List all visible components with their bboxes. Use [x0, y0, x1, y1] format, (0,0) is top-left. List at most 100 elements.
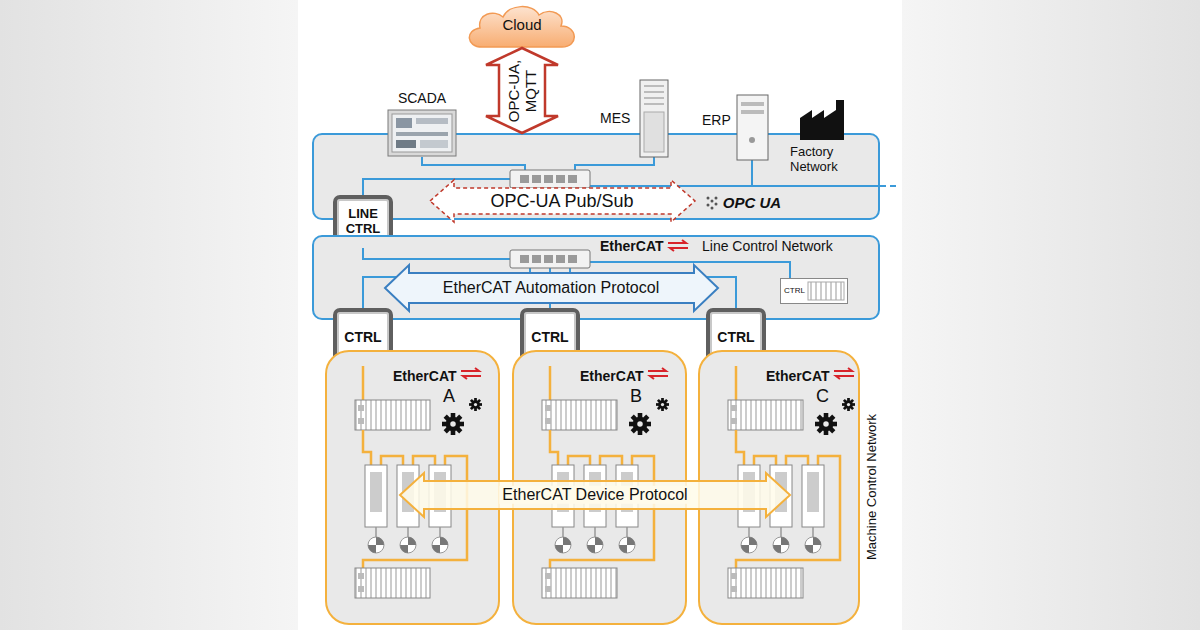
motor — [805, 537, 821, 553]
io-port — [545, 405, 551, 411]
pc-button — [749, 137, 755, 143]
protocol-label: EtherCAT Device Protocol — [499, 486, 690, 504]
node-label: CTRL — [339, 329, 387, 345]
scada-widget — [396, 132, 448, 136]
switch-port — [520, 175, 529, 183]
node-label: Factory Network — [790, 145, 876, 175]
automation-protocol-arrow — [385, 265, 718, 311]
node-heading: C — [816, 386, 829, 407]
logo-dot — [707, 197, 710, 200]
switch-port — [520, 255, 529, 263]
servo-drive — [770, 465, 792, 527]
motor-cable — [439, 527, 441, 537]
ethercat-wire — [754, 456, 776, 465]
node-label: CTRL — [712, 329, 760, 345]
connectors — [486, 48, 558, 133]
motor-cable — [626, 527, 628, 537]
machine-hardware-group — [542, 366, 669, 598]
edge-label: OPC-UA, MQTT — [506, 56, 539, 126]
io-device: CTRL — [780, 278, 848, 304]
node-label: Cloud — [468, 16, 576, 33]
switch — [510, 250, 590, 268]
motor-cable — [562, 527, 564, 537]
motor-cable — [375, 527, 377, 537]
motor — [368, 537, 384, 553]
io-module — [355, 400, 430, 430]
switch-body — [510, 170, 590, 188]
gear-icon — [656, 398, 669, 411]
gear-icon — [469, 398, 482, 411]
io-module — [542, 400, 617, 430]
line-wires — [363, 248, 790, 308]
motor-cable — [594, 527, 596, 537]
opc-ua-logo-mark — [707, 197, 718, 210]
line-control-band: EtherCATLine Control NetworkCTRL — [312, 235, 880, 320]
node-label: CTRL — [784, 286, 805, 295]
node-label: SCADA — [385, 90, 459, 106]
motor — [400, 537, 416, 553]
node-heading: B — [630, 386, 642, 407]
ethercat-wire — [549, 366, 552, 400]
erp-pc-icon — [737, 95, 768, 160]
node-label: EtherCAT — [580, 368, 644, 384]
ethercat-wire — [381, 456, 403, 465]
motor-mark — [619, 537, 635, 553]
io-port — [731, 573, 737, 579]
ethercat-logo-arrows — [461, 368, 481, 379]
switch — [510, 170, 590, 188]
node-label: MES — [600, 110, 630, 126]
factory-backbone-dashed — [880, 185, 899, 187]
pubsub-arrow — [430, 180, 695, 222]
servo-drive-face — [807, 472, 819, 512]
pc-case — [737, 95, 768, 160]
motor — [432, 537, 448, 553]
factory-backbone — [752, 185, 880, 187]
scada-wire — [422, 157, 525, 170]
scada-widget — [396, 118, 412, 128]
pc-slot — [741, 102, 764, 106]
server-bay — [644, 104, 664, 105]
switch-port — [532, 175, 541, 183]
servo-drive — [397, 465, 419, 527]
node-label: CTRL — [526, 329, 574, 345]
motor-mark — [741, 537, 757, 553]
ethercat-wire — [786, 456, 808, 465]
ethercat-wire — [550, 456, 654, 568]
node-label: EtherCAT — [393, 368, 457, 384]
motor — [773, 537, 789, 553]
motor — [587, 537, 603, 553]
logo-text: OPC UA — [720, 194, 784, 211]
device-wire — [590, 262, 790, 278]
motor — [555, 537, 571, 553]
server-case — [640, 80, 668, 157]
server-bay — [644, 92, 664, 93]
network-label: Machine Control Network — [865, 411, 880, 563]
servo-drive — [365, 465, 387, 527]
io-port — [358, 573, 364, 579]
scada-widget — [420, 140, 448, 148]
motor — [619, 537, 635, 553]
server-bay — [644, 98, 664, 99]
motor-mark — [368, 537, 384, 553]
logo-dot — [711, 207, 714, 210]
ethercat-wire — [363, 456, 467, 568]
motor-mark — [555, 537, 571, 553]
ethercat-wire — [736, 430, 744, 465]
switch-port — [556, 255, 565, 263]
io-port — [545, 418, 551, 424]
factory-icon — [800, 100, 844, 140]
scada-widget — [416, 118, 448, 124]
servo-drive-face — [370, 472, 382, 512]
io-port — [545, 586, 551, 592]
switch-port — [532, 255, 541, 263]
device-io-stripes — [808, 282, 844, 300]
gear-icon — [815, 413, 837, 435]
io-port — [545, 573, 551, 579]
motor-mark — [400, 537, 416, 553]
io-port — [358, 418, 364, 424]
factory-wires — [363, 157, 899, 195]
switch-body — [510, 250, 590, 268]
ethercat-wire — [363, 430, 371, 465]
scada-screen — [392, 114, 452, 152]
